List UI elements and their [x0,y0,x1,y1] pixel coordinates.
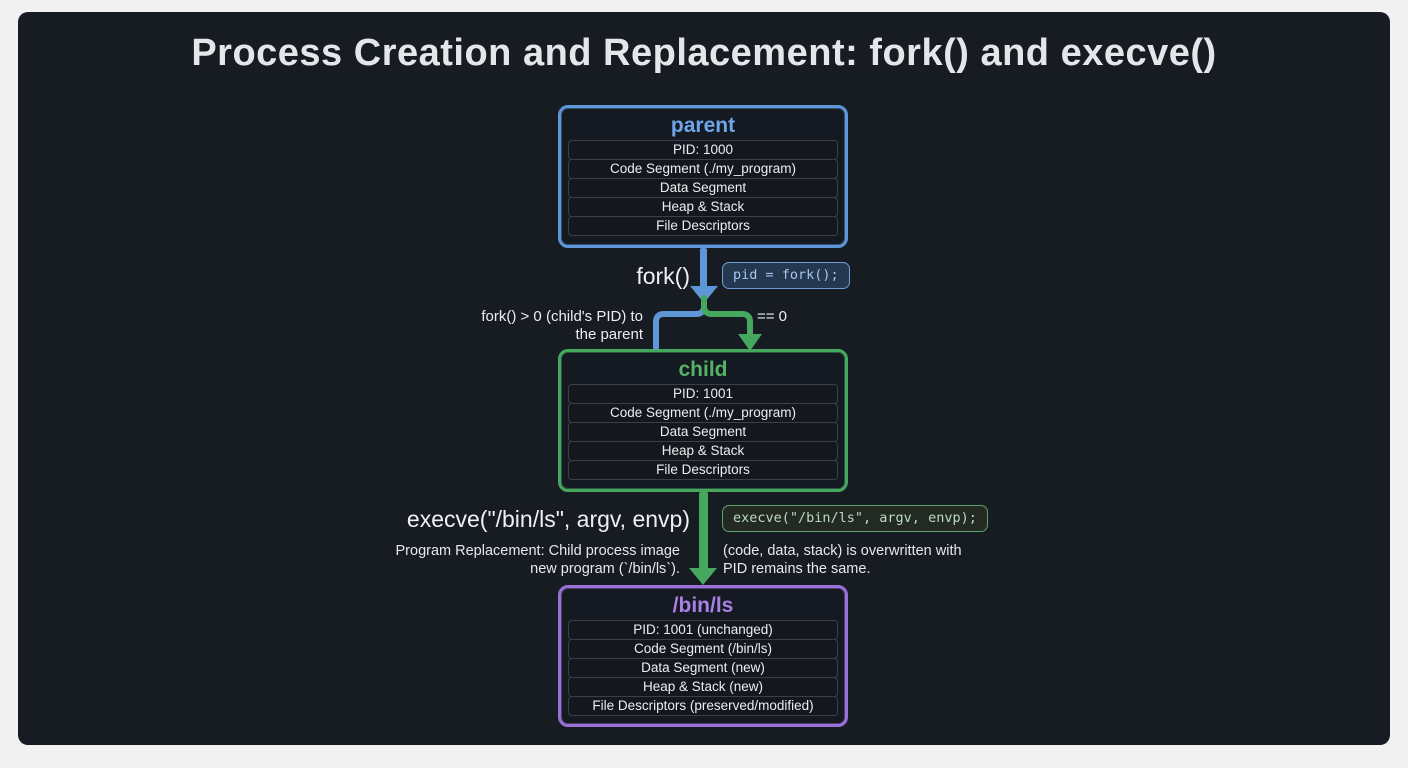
child-row-data: Data Segment [568,422,838,442]
binls-process-node: /bin/ls PID: 1001 (unchanged) Code Segme… [558,585,848,727]
execve-arrowhead-icon [689,568,717,585]
execve-edge-label: execve("/bin/ls", argv, envp) [406,506,690,532]
fork-parent-branch-label: fork() > 0 (child's PID) to the parent [481,308,643,343]
parent-process-node: parent PID: 1000 Code Segment (./my_prog… [558,105,848,248]
parent-node-rows: PID: 1000 Code Segment (./my_program) Da… [568,140,838,239]
binls-row-pid: PID: 1001 (unchanged) [568,620,838,640]
parent-row-pid: PID: 1000 [568,140,838,160]
parent-row-data: Data Segment [568,178,838,198]
execve-arrow-line [699,492,708,572]
binls-row-code: Code Segment (/bin/ls) [568,639,838,659]
execve-left-note: Program Replacement: Child process image… [396,543,681,578]
execve-right-note-line1: (code, data, stack) is overwritten with [723,543,962,559]
execve-right-note-line2: PID remains the same. [723,560,871,577]
fork-parent-branch-path [653,295,707,357]
fork-arrow-line [700,248,707,290]
binls-row-heap: Heap & Stack (new) [568,677,838,697]
execve-left-note-line2: new program (`/bin/ls`). [530,560,680,577]
fork-child-branch-label: == 0 [757,308,788,325]
child-node-rows: PID: 1001 Code Segment (./my_program) Da… [568,384,838,483]
parent-row-heap: Heap & Stack [568,197,838,217]
child-row-heap: Heap & Stack [568,441,838,461]
fork-parent-branch-label-line2: the parent [575,325,643,343]
fork-child-branch-path [701,295,753,338]
binls-node-title: /bin/ls [672,594,734,617]
parent-row-code: Code Segment (./my_program) [568,159,838,179]
fork-branch-paths [653,295,762,357]
child-node-title: child [678,358,728,381]
child-row-fd: File Descriptors [568,460,838,480]
binls-row-data: Data Segment (new) [568,658,838,678]
child-row-code: Code Segment (./my_program) [568,403,838,423]
parent-node-title: parent [670,114,736,137]
fork-arrowhead-icon [690,286,718,303]
parent-row-fd: File Descriptors [568,216,838,236]
fork-code-chip: pid = fork(); [722,262,850,289]
execve-code-chip: execve("/bin/ls", argv, envp); [722,505,988,532]
fork-edge-label: fork() [636,263,690,289]
execve-left-note-line1: Program Replacement: Child process image [395,543,681,559]
binls-row-fd: File Descriptors (preserved/modified) [568,696,838,716]
fork-parent-branch-label-line1: fork() > 0 (child's PID) to [481,308,643,325]
fork-child-branch-arrowhead-icon [738,334,762,351]
binls-node-rows: PID: 1001 (unchanged) Code Segment (/bin… [568,620,838,718]
child-process-node: child PID: 1001 Code Segment (./my_progr… [558,349,848,492]
diagram-panel: Process Creation and Replacement: fork()… [18,12,1390,745]
child-row-pid: PID: 1001 [568,384,838,404]
page-title: Process Creation and Replacement: fork()… [191,32,1217,74]
execve-right-note: (code, data, stack) is overwritten with … [723,543,962,578]
